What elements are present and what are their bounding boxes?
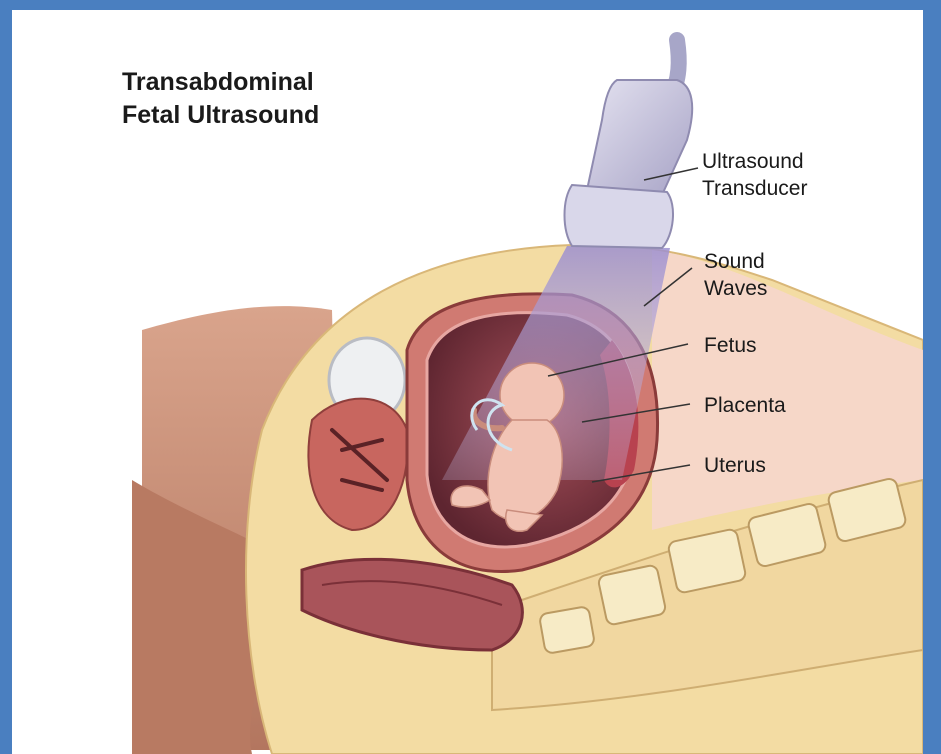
label-placenta: Placenta (704, 392, 786, 419)
diagram-title: Transabdominal Fetal Ultrasound (122, 66, 319, 132)
label-uterus: Uterus (704, 452, 766, 479)
label-transducer-line-1: Ultrasound (702, 148, 807, 175)
ultrasound-transducer (565, 80, 693, 248)
diagram-frame: Transabdominal Fetal Ultrasound Ultrasou… (12, 10, 923, 754)
label-sound-waves: Sound Waves (704, 248, 767, 302)
title-line-2: Fetal Ultrasound (122, 99, 319, 132)
label-waves-line-1: Sound (704, 248, 767, 275)
label-waves-line-2: Waves (704, 275, 767, 302)
label-transducer-line-2: Transducer (702, 175, 807, 202)
label-ultrasound-transducer: Ultrasound Transducer (702, 148, 807, 202)
title-line-1: Transabdominal (122, 66, 319, 99)
label-fetus: Fetus (704, 332, 757, 359)
